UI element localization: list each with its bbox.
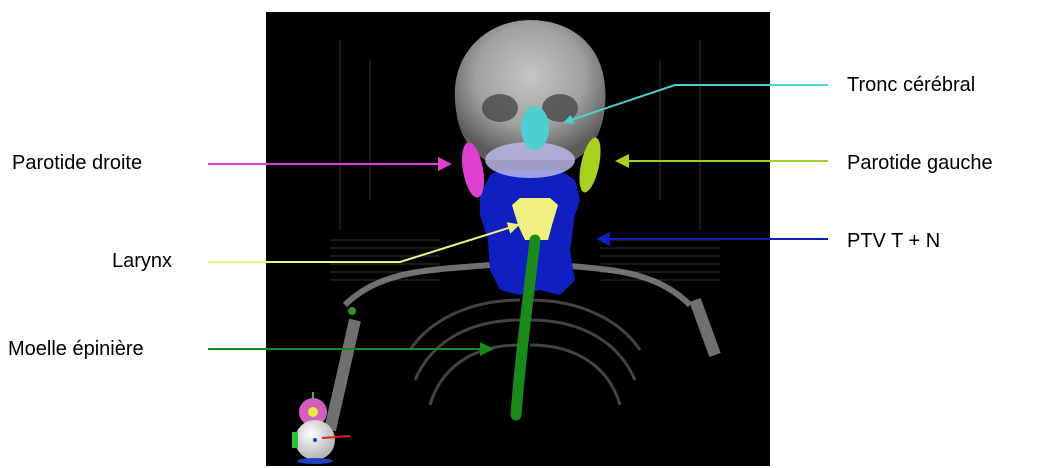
label-ptv: PTV T + N <box>847 229 940 253</box>
label-tronc-cerebral: Tronc cérébral <box>847 73 975 97</box>
label-parotide-gauche: Parotide gauche <box>847 151 993 175</box>
label-moelle-epiniere: Moelle épinière <box>8 337 144 361</box>
label-larynx: Larynx <box>112 249 172 273</box>
label-parotide-droite: Parotide droite <box>12 151 142 175</box>
tronc-structure <box>521 106 549 150</box>
marker-dot <box>348 307 356 315</box>
